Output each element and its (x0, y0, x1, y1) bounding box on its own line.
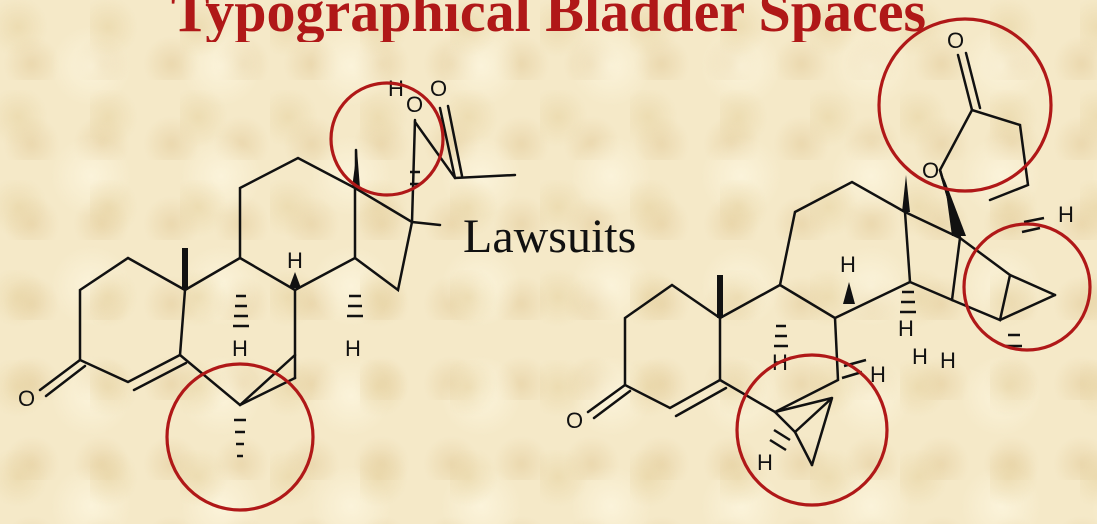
right-lactone-ring-oxygen: O (922, 158, 939, 183)
left-h14-label: H (345, 336, 361, 361)
right-molecule: O O O H H H H H H H H (566, 17, 1092, 507)
highlight-circle-cyclopropane-lower (735, 353, 889, 507)
highlight-circle-hydroxyl (329, 81, 445, 197)
left-hydroxyl-hydrogen: H (388, 76, 404, 101)
left-molecule: O O H O H H H (18, 76, 517, 512)
left-carbonyl-oxygen: O (18, 386, 35, 411)
highlight-circle-lactone (877, 17, 1053, 193)
right-carbonyl-oxygen: O (566, 408, 583, 433)
right-h-label-6: H (1058, 202, 1074, 227)
right-h-label-4: H (912, 344, 928, 369)
right-lactone-carbonyl-oxygen: O (947, 28, 964, 53)
right-h-label-3: H (898, 316, 914, 341)
right-h-label-7: H (870, 362, 886, 387)
right-h-label-8: H (757, 450, 773, 475)
left-h9-label: H (232, 336, 248, 361)
highlight-circle-cyclopropane-right (962, 222, 1092, 352)
left-acetyl-oxygen: O (430, 76, 447, 101)
lawsuits-label: Lawsuits (463, 210, 637, 263)
right-h-label-5: H (940, 348, 956, 373)
c3-carbonyl-bond (38, 358, 82, 392)
left-h8-label: H (287, 248, 303, 273)
slide-title: Typographical Bladder Spaces (170, 0, 927, 42)
left-hydroxyl-oxygen: O (406, 92, 423, 117)
highlight-circle-methyl (165, 362, 315, 512)
right-h-label-1: H (840, 252, 856, 277)
